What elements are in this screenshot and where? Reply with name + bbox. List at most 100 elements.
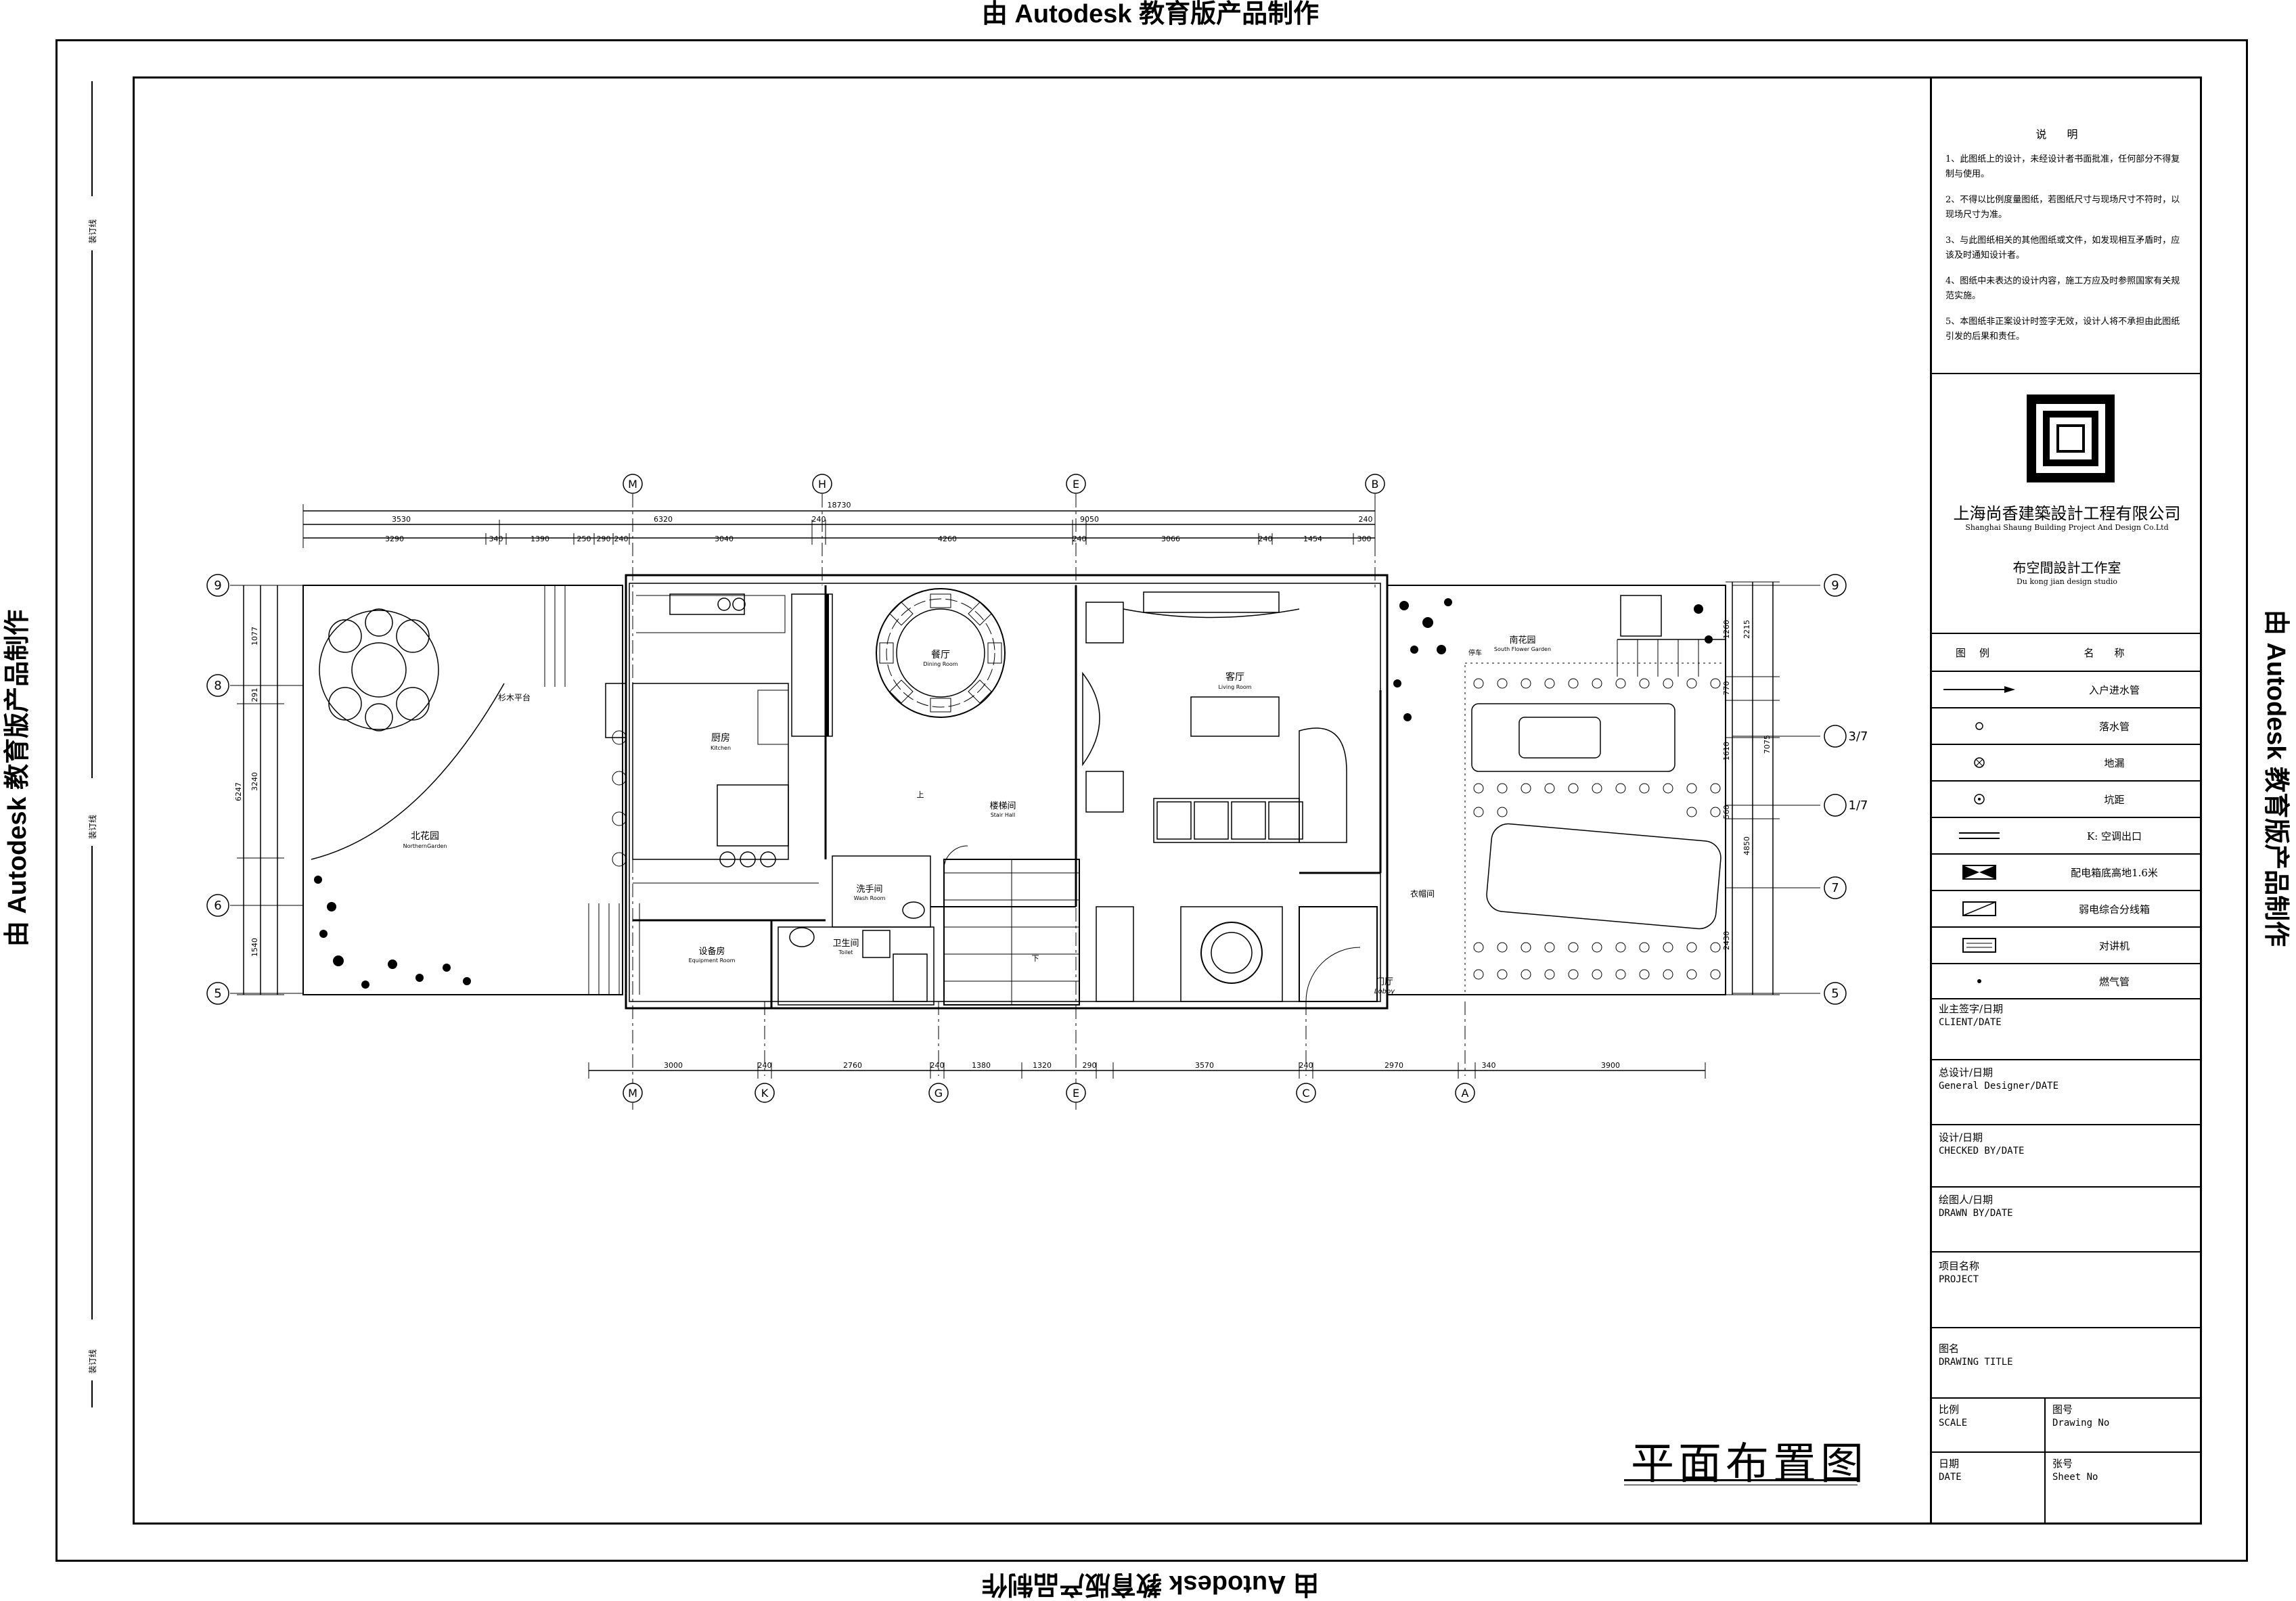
field-client: 业主签字/日期 CLIENT/DATE (1932, 999, 2202, 1060)
legend-row: K: 空调出口 (1932, 817, 2202, 853)
dimension-label: 2970 (1385, 1061, 1403, 1070)
grid-label-bottom: A (1462, 1087, 1469, 1100)
company-name-en: Shanghai Shaung Building Project And Des… (1965, 523, 2169, 532)
dimension-label: 560 (1722, 805, 1731, 819)
room-label-living: 客厅 (1225, 671, 1244, 683)
field-project: 项目名称 PROJECT (1932, 1253, 2202, 1328)
field-label-en: CLIENT/DATE (1939, 1017, 2002, 1028)
small-circle-icon (1975, 722, 1983, 730)
room-label-south-garden-en: South Flower Garden (1494, 646, 1551, 652)
legend-name: 对讲机 (2098, 939, 2130, 952)
paving-pattern (1473, 678, 1721, 980)
field-drawn-by: 绘图人/日期 DRAWN BY/DATE (1932, 1188, 2202, 1253)
field-label-cn: 业主签字/日期 (1939, 1003, 2004, 1015)
dimension-label: 3290 (385, 535, 404, 543)
stair-mark-down: 下 (1032, 954, 1039, 963)
field-label-en: Drawing No (2052, 1418, 2110, 1428)
dimension-label: 240 (812, 515, 826, 524)
legend-name: 弱电综合分线箱 (2078, 903, 2150, 916)
field-label-en: General Designer/DATE (1939, 1081, 2059, 1091)
field-label-en: DRAWN BY/DATE (1939, 1208, 2013, 1219)
field-label-cn: 项目名称 (1939, 1260, 1980, 1272)
legend-name: 配电箱底高地1.6米 (2071, 866, 2158, 879)
crossed-circle-icon (1974, 757, 1985, 768)
dimension-total: 18730 (828, 501, 851, 510)
dimension-label: 6320 (654, 515, 673, 524)
dimension-label: 240 (930, 1061, 945, 1070)
grid-label-top: H (818, 478, 826, 491)
legend-name: 入户进水管 (2088, 683, 2140, 696)
field-label-en: DATE (1939, 1472, 1962, 1483)
dimension-label: 340 (1482, 1061, 1496, 1070)
room-label-toilet-en: Toilet (838, 949, 853, 955)
dimension-label: 1380 (972, 1061, 991, 1070)
grid-label-left: 5 (214, 987, 221, 1001)
grid-label-right: 9 (1831, 579, 1839, 593)
room-label-equipment: 设备房 (698, 946, 725, 957)
dimension-label: 2430 (1722, 931, 1731, 950)
dimension-label: 240 (758, 1061, 772, 1070)
room-label-south-garden: 南花园 (1509, 635, 1535, 646)
dimension-label: 291 (250, 688, 259, 702)
legend-name: 落水管 (2098, 720, 2130, 733)
dimension-label: 3040 (715, 535, 734, 543)
field-label-cn: 图号 (2052, 1403, 2073, 1416)
company-name-cn: 上海尚香建築設計工程有限公司 (1953, 504, 2181, 523)
dimension-label: 290 (1083, 1061, 1097, 1070)
dotted-circle-icon (1974, 794, 1985, 805)
dimension-label: 4850 (1742, 836, 1751, 855)
dimension-label: 240 (1299, 1061, 1313, 1070)
legend-row: 坑距 (1932, 780, 2202, 817)
dimension-label: 770 (1722, 681, 1731, 696)
room-label-cloakroom: 衣帽间 (1410, 888, 1435, 899)
dimension-label: 3900 (1601, 1061, 1620, 1070)
dimension-label: 7075 (1763, 735, 1772, 754)
grid-label-right: 5 (1831, 987, 1839, 1001)
legend-header-name: 名称 (2084, 646, 2145, 659)
room-label-dining-en: Dining Room (923, 661, 958, 667)
field-label-en: SCALE (1939, 1418, 1968, 1428)
grid-label-bottom: E (1073, 1087, 1079, 1100)
note-item: 5、本图纸非正案设计时签字无效，设计人将不承担由此图纸引发的后果和责任。 (1945, 317, 2180, 342)
grid-label-left: 9 (214, 579, 221, 593)
room-label-kitchen-en: Kitchen (711, 745, 731, 751)
dimension-label: 240 (1359, 515, 1373, 524)
room-label-stair-en: Stair Hall (991, 812, 1016, 818)
title-block: 说明 1、此图纸上的设计，未经设计者书面批准，任何部分不得复制与使用。 2、不得… (1930, 76, 2202, 1525)
field-label-cn: 绘图人/日期 (1939, 1194, 1994, 1206)
legend-name: 燃气管 (2098, 975, 2130, 988)
room-label-north-garden: 北花园 (411, 831, 439, 842)
garden-table (319, 608, 439, 731)
field-label-en: PROJECT (1939, 1274, 1979, 1285)
notes-title: 说明 (2035, 128, 2098, 141)
studio-name-en: Du kong jian design studio (2016, 577, 2118, 586)
legend-row: 配电箱底高地1.6米 (1932, 853, 2202, 890)
drawing-title-underline (1624, 1479, 1858, 1481)
room-label-lobby-en: Lobby (1374, 988, 1395, 995)
grid-label-right: 1/7 (1849, 798, 1868, 813)
field-label-cn: 日期 (1939, 1458, 1960, 1470)
grid-label-bottom: G (935, 1087, 943, 1100)
room-label-equipment-en: Equipment Room (689, 957, 736, 964)
grid-label-bottom: C (1302, 1087, 1309, 1100)
field-scale-row: 比例 SCALE 图号 Drawing No (1932, 1399, 2202, 1453)
double-line-icon (1959, 832, 2000, 839)
legend-row: 燃气管 (1932, 963, 2202, 999)
grid-label-top: E (1073, 478, 1079, 491)
field-label-cn: 比例 (1939, 1403, 1960, 1416)
dimension-label: 2760 (843, 1061, 862, 1070)
dimension-label: 250 (577, 535, 591, 543)
legend-name: 坑距 (2104, 793, 2125, 806)
dimension-label: 3066 (1161, 535, 1180, 543)
studio-name-cn: 布空間設計工作室 (2012, 560, 2121, 576)
room-label-lobby: 门厅 (1376, 977, 1393, 987)
dimension-label: 290 (597, 535, 611, 543)
binding-margin: 装订线 装订线 装订线 (88, 81, 97, 1407)
grid-label-bottom: M (628, 1087, 637, 1100)
dimension-label: 2215 (1742, 620, 1751, 639)
room-label-toilet: 卫生间 (832, 939, 859, 949)
dimension-label: 6247 (234, 782, 243, 801)
note-item: 3、与此图纸相关的其他图纸或文件，如发现相互矛盾时，应该及时通知设计者。 (1945, 235, 2180, 261)
